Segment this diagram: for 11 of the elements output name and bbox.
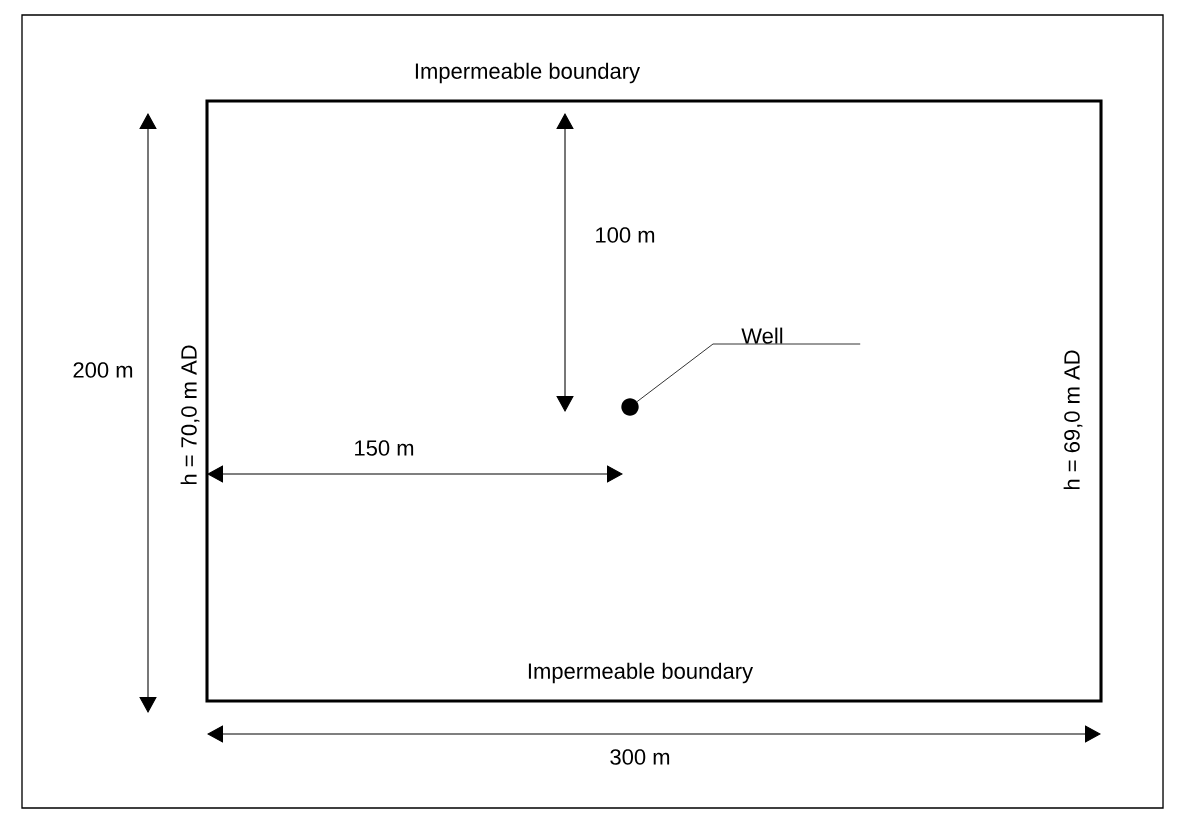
dimension-label: 150 m: [355, 440, 414, 456]
boundary-label: Impermeable boundary: [415, 62, 640, 84]
dimension-label: 300 m: [610, 749, 670, 765]
well-label: Well: [741, 327, 783, 344]
dimension-label: 100 m: [596, 227, 655, 243]
dimension-label: 200 m: [73, 362, 133, 378]
head-label: h = 69,0 m AD: [1063, 350, 1083, 490]
boundary-label: Impermeable boundary: [528, 662, 753, 684]
leader-line: [636, 343, 861, 402]
head-label: h = 70,0 m AD: [180, 345, 200, 485]
well-dot: [621, 398, 639, 416]
